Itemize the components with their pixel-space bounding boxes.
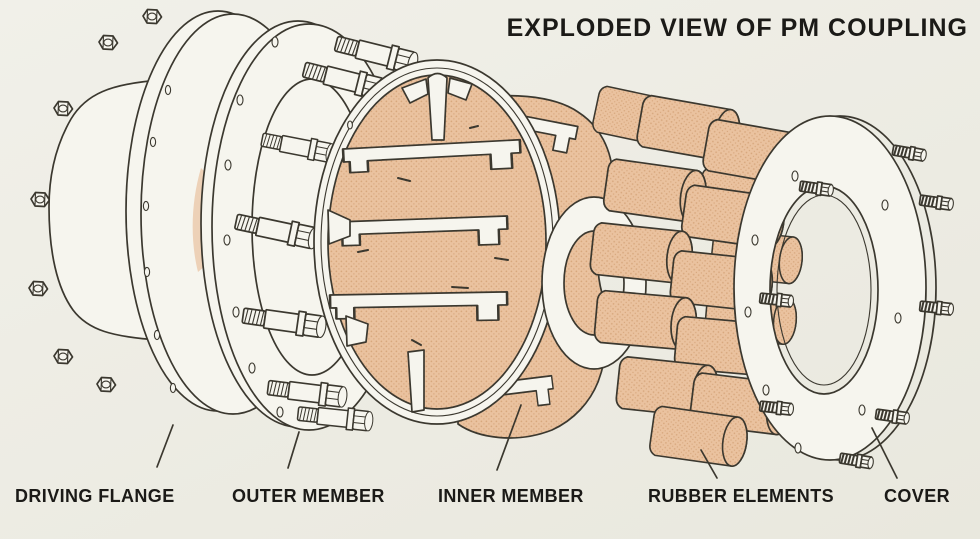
part-label-inner-member: INNER MEMBER (438, 486, 584, 506)
part-label-cover: COVER (884, 486, 951, 506)
part-label-outer-member: OUTER MEMBER (232, 486, 385, 506)
cover-drawing (733, 115, 956, 471)
part-label-driving-flange: DRIVING FLANGE (15, 486, 175, 506)
leader-lines (156, 404, 898, 479)
figure-title: EXPLODED VIEW OF PM COUPLING (506, 14, 968, 42)
part-label-rubber-elements: RUBBER ELEMENTS (648, 486, 835, 506)
